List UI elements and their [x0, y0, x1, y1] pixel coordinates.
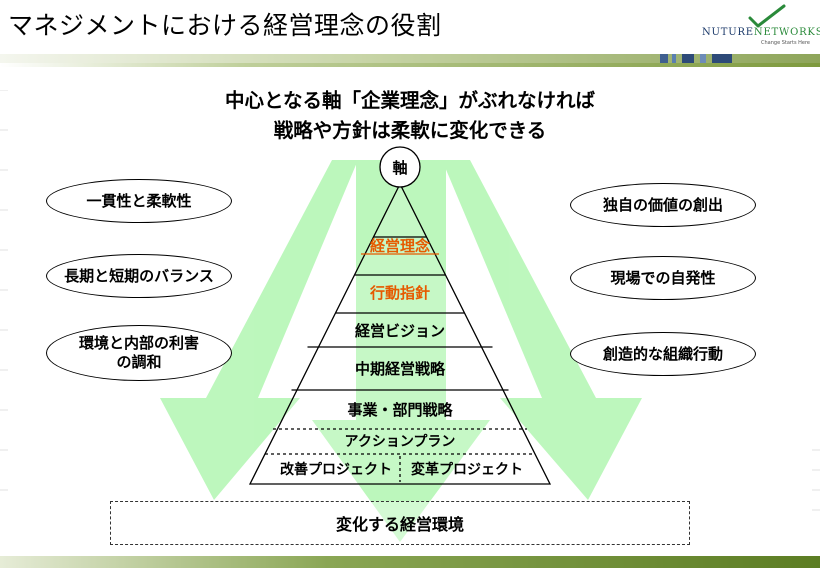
right-down-arrow	[442, 160, 642, 500]
layer-label-midterm-strategy: 中期経営戦略	[355, 360, 446, 378]
layer-label-philosophy: 経営理念	[370, 237, 430, 255]
left-ruler	[0, 90, 8, 491]
layer-label-division-strategy: 事業・部門戦略	[347, 401, 453, 419]
checkmark-logo-icon	[748, 4, 786, 28]
oval-consistency-flexibility: 一貫性と柔軟性	[46, 179, 232, 223]
headline-line-1: 中心となる軸「企業理念」がぶれなければ	[225, 89, 595, 112]
layer-label-action-plan: アクションプラン	[345, 434, 456, 450]
slide-title: マネジメントにおける経営理念の役割	[8, 11, 442, 40]
pyramid	[248, 182, 552, 485]
pyramid-outline	[248, 182, 552, 485]
header-band-line	[0, 63, 820, 67]
oval-unique-value: 独自の価値の創出	[570, 183, 756, 227]
oval-field-initiative: 現場での自発性	[570, 256, 756, 300]
base-label-transformation: 変革プロジェクト	[411, 461, 523, 478]
company-logo: NUTURENETWORKS Change Starts Here	[702, 4, 820, 46]
green-arrows	[160, 160, 642, 542]
base-label-improvement: 改善プロジェクト	[280, 461, 392, 478]
environment-label: 変化する経営環境	[335, 515, 464, 534]
logo-tagline: Change Starts Here	[761, 40, 810, 46]
axis-label: 軸	[392, 159, 407, 177]
environment-box: 変化する経営環境	[110, 501, 690, 545]
oval-creative-action: 創造的な組織行動	[570, 332, 756, 376]
header-band	[0, 54, 820, 63]
left-down-arrow	[160, 160, 358, 500]
oval-environment-internal-harmony: 環境と内部の利害 の調和	[46, 325, 232, 381]
layer-label-guidelines: 行動指針	[369, 284, 430, 302]
axis-circle	[379, 146, 421, 188]
oval-long-short-balance: 長期と短期のバランス	[46, 254, 232, 298]
logo-brand: NUTURENETWORKS	[702, 27, 820, 38]
right-ruler	[812, 449, 820, 511]
layer-label-vision: 経営ビジョン	[355, 322, 445, 340]
headline-line-2: 戦略や方針は柔軟に変化できる	[273, 119, 547, 142]
footer-band	[0, 556, 820, 568]
center-down-arrow	[312, 160, 490, 542]
